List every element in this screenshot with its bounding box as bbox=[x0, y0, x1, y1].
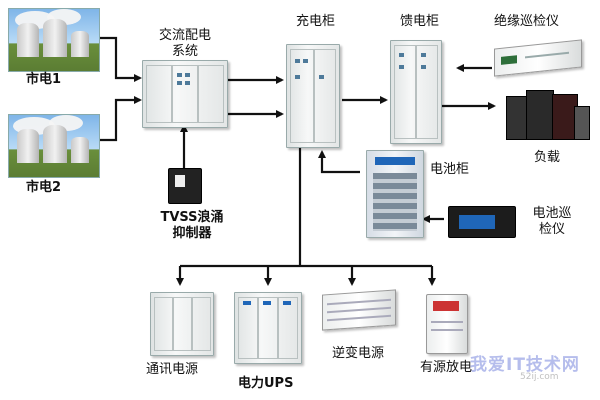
power-plant-photo-2 bbox=[8, 114, 100, 178]
battery-monitor-device bbox=[448, 206, 516, 238]
power-ups-cabinet bbox=[234, 292, 302, 364]
label-city-power-1: 市电1 bbox=[26, 72, 62, 87]
arrow-city2-to-ac bbox=[100, 96, 142, 142]
power-plant-photo-1 bbox=[8, 8, 100, 72]
inverter-power-device bbox=[322, 289, 396, 331]
label-feeder-cabinet: 馈电柜 bbox=[400, 14, 440, 29]
label-active-discharge: 有源放电 bbox=[420, 360, 473, 375]
label-battery-cabinet: 电池柜 bbox=[430, 162, 470, 177]
tvss-surge-device bbox=[168, 168, 202, 204]
label-charging-cabinet: 充电柜 bbox=[296, 14, 336, 29]
label-insulation-monitor: 绝缘巡检仪 bbox=[494, 14, 560, 29]
charging-cabinet bbox=[286, 44, 340, 148]
feeder-cabinet bbox=[390, 40, 442, 144]
battery-cabinet bbox=[366, 150, 424, 238]
label-tvss-line1: TVSS浪涌 bbox=[160, 210, 224, 225]
comm-power-cabinet bbox=[150, 292, 214, 356]
watermark-url: 52ij.com bbox=[520, 372, 559, 382]
label-battery-monitor: 电池巡 检仪 bbox=[522, 206, 582, 239]
load-servers bbox=[500, 90, 590, 140]
label-ac-distribution-line1: 交流配电 bbox=[158, 28, 211, 43]
label-ac-distribution: 交流配电 系统 bbox=[150, 28, 220, 61]
label-load: 负载 bbox=[534, 150, 561, 165]
label-inverter-power: 逆变电源 bbox=[332, 346, 385, 361]
arrow-city1-to-ac bbox=[100, 36, 142, 82]
ac-distribution-cabinet bbox=[142, 60, 228, 128]
label-city-power-2: 市电2 bbox=[26, 180, 62, 195]
watermark-logo: 我爱IT技术网 bbox=[470, 355, 580, 375]
active-discharge-device bbox=[426, 294, 468, 354]
label-tvss: TVSS浪涌 抑制器 bbox=[152, 210, 232, 243]
label-comm-power: 通讯电源 bbox=[146, 362, 199, 377]
label-battery-monitor-line2: 检仪 bbox=[538, 222, 565, 238]
label-ac-distribution-line2: 系统 bbox=[171, 44, 198, 60]
label-power-ups: 电力UPS bbox=[238, 376, 294, 391]
label-battery-monitor-line1: 电池巡 bbox=[532, 206, 572, 221]
arrow-battery-to-charge bbox=[318, 150, 360, 174]
label-tvss-line2: 抑制器 bbox=[172, 226, 212, 242]
